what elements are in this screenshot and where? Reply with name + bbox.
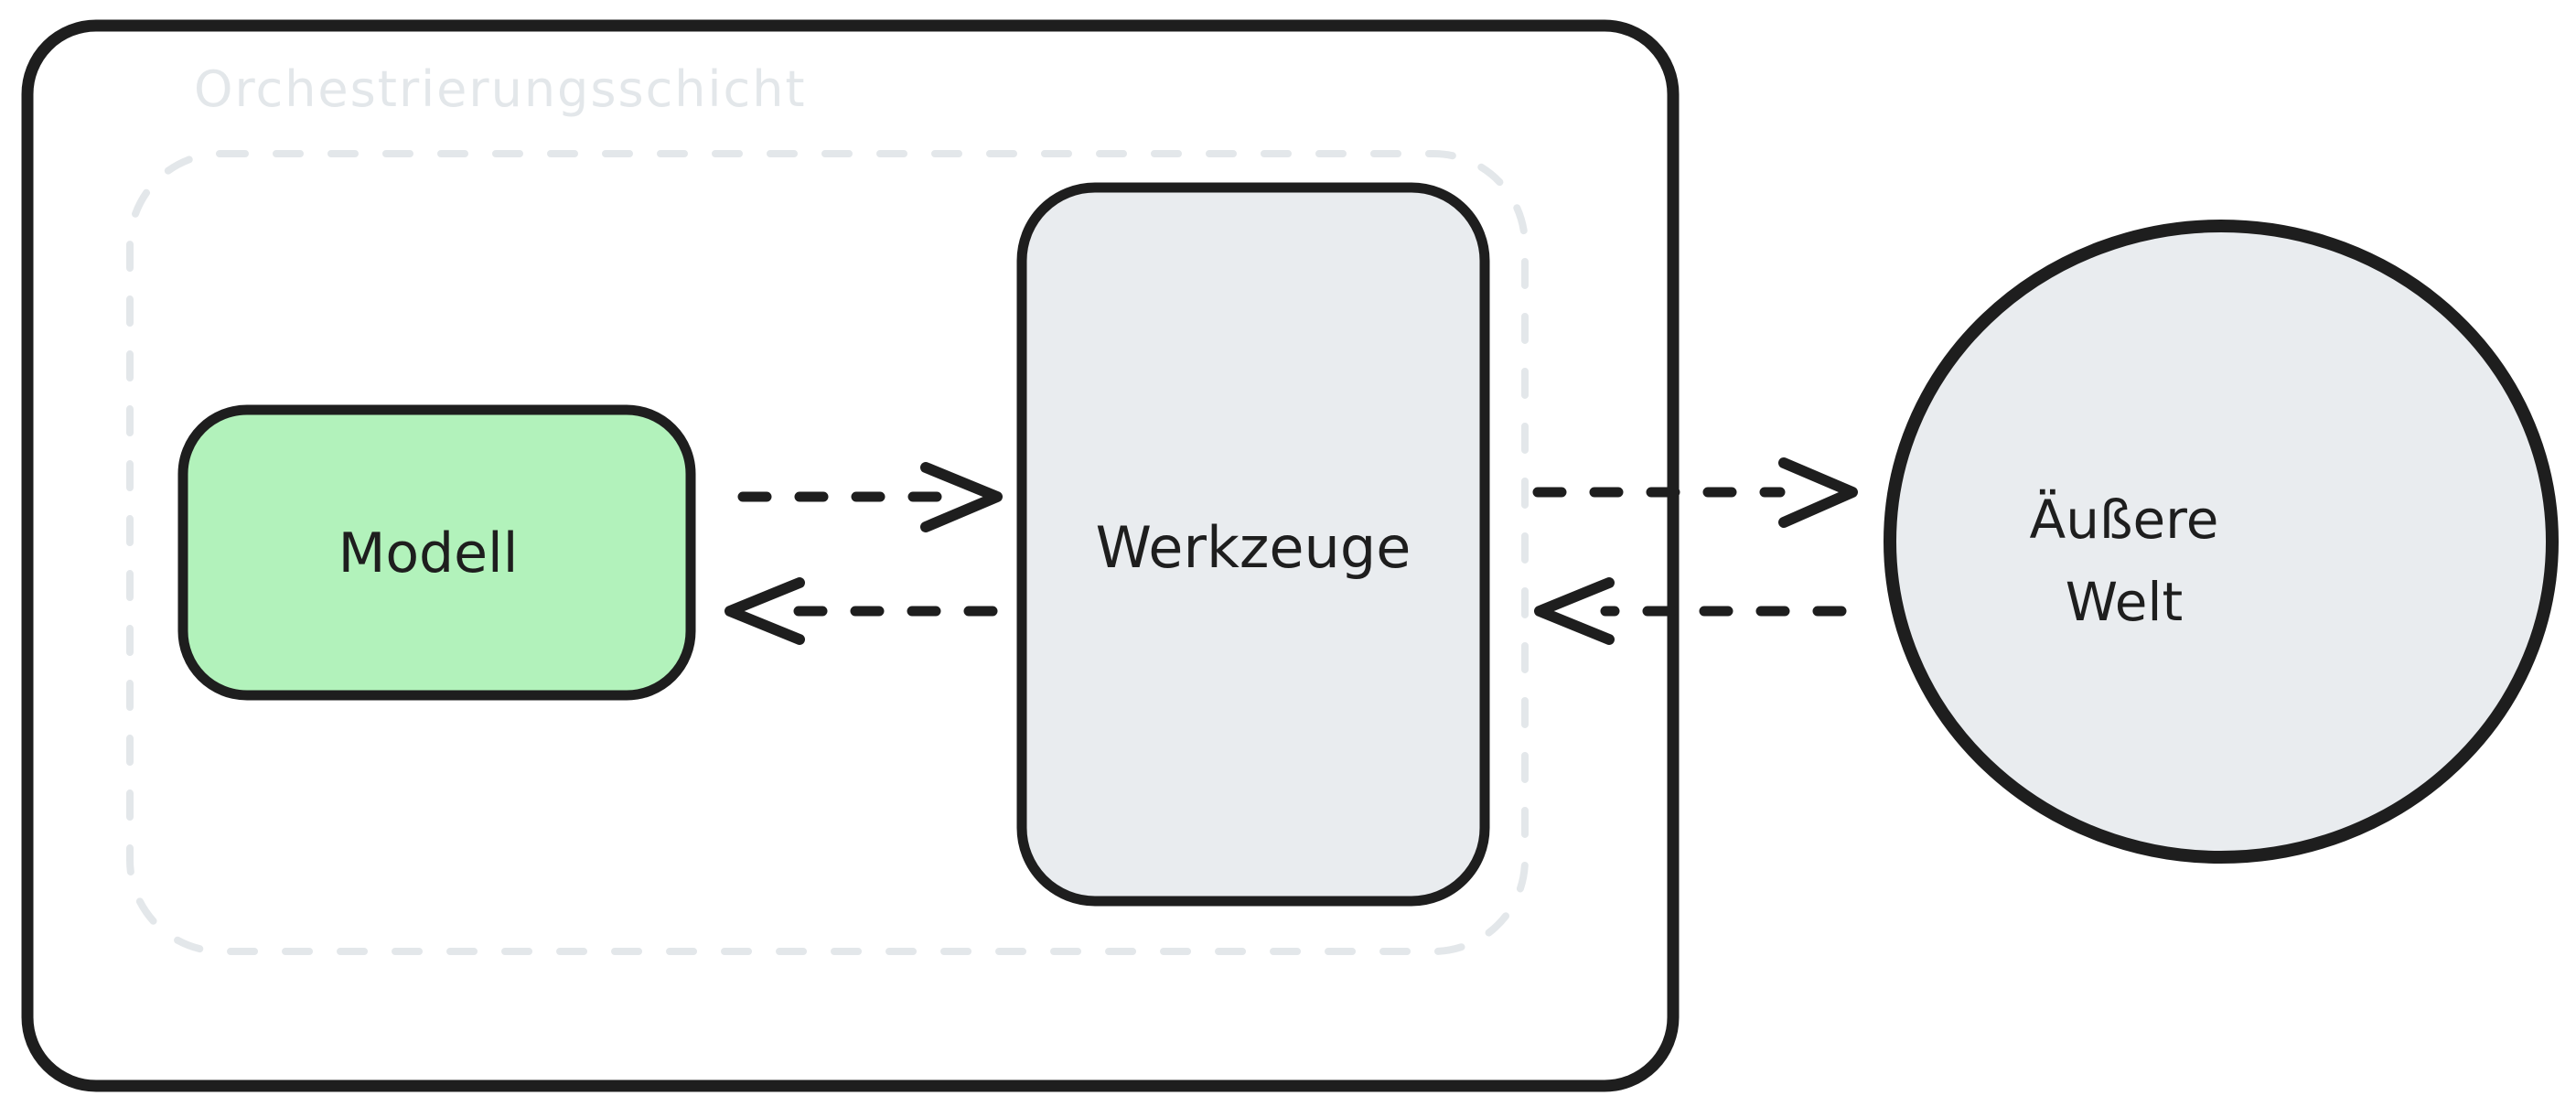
node-tools: Werkzeuge: [1016, 182, 1490, 907]
arrow-world-to-tools: [1534, 577, 1847, 645]
arrow-left-head-icon: [724, 577, 805, 645]
outer-world-label-line1: Äußere: [2030, 489, 2219, 551]
node-outer-world: Äußere Welt: [1884, 220, 2559, 864]
arrow-tools-to-world: [1532, 457, 1858, 528]
arrow-right-head-icon: [920, 462, 1003, 532]
arrow-right-head-icon: [1778, 457, 1858, 528]
outer-world-label-line2: Welt: [2066, 571, 2184, 633]
orchestration-layer-dashed-border: [126, 150, 1529, 955]
arrow-left-head-icon: [1534, 577, 1615, 645]
tools-node-shape: [1016, 182, 1490, 907]
model-node-label: Modell: [338, 521, 519, 585]
orchestration-layer-label: Orchestrierungsschicht: [194, 60, 807, 118]
model-node-shape: [177, 404, 696, 701]
outer-world-node-shape: [1884, 220, 2559, 864]
node-model: Modell: [177, 404, 696, 701]
tools-node-label: Werkzeuge: [1096, 514, 1411, 581]
arrow-tools-to-model: [724, 577, 998, 645]
edges: [724, 457, 1858, 645]
arrow-model-to-tools: [737, 462, 1003, 532]
